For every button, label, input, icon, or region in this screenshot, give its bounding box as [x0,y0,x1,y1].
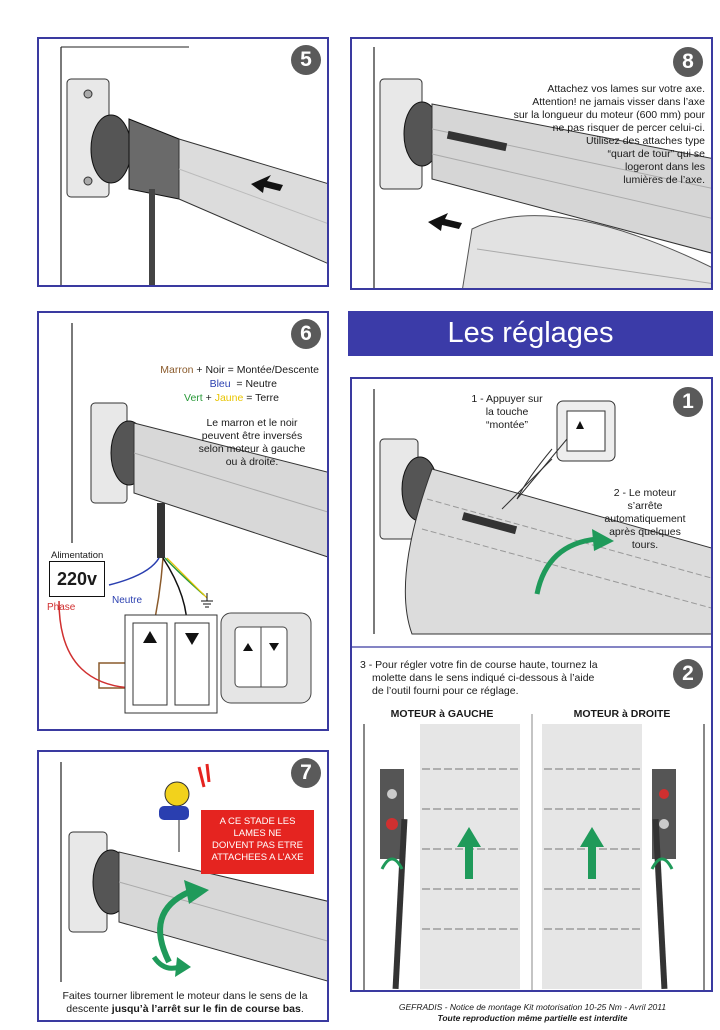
stop-line: tours. [631,539,659,551]
stop-instruction: 2 - Le moteur s’arrête automatiquement a… [590,487,700,552]
montee-label: = Montée/Descente [224,364,319,376]
instruction-line: 3 - Pour régler votre fin de course haut… [360,659,598,671]
wiring-line-1: Marron + Noir = Montée/Descente [119,363,319,377]
step-6-note: Le marron et le noir peuvent être invers… [187,417,317,469]
warning-line: LAMES NE [233,828,282,839]
note-line: ou à droite. [225,456,279,468]
step-8-number: 8 [673,47,703,77]
step-8-line: Attachez vos lames sur votre axe. [547,83,705,95]
phase-label: Phase [47,602,76,613]
step-5-illustration [60,46,327,285]
note-line: peuvent être inversés [201,430,303,442]
step-6-number: 6 [291,319,321,349]
wiring-line-3: Vert + Jaune = Terre [119,391,319,405]
note-line: Le marron et le noir [206,417,298,429]
alimentation-label: Alimentation [51,550,104,561]
push-arrow-icon [251,175,283,193]
vert-label: Vert [184,392,203,404]
reglage-1-number: 1 [673,387,703,417]
pull-arrow-icon [428,213,462,231]
reglages-illustration [352,389,711,990]
up-arrow-icon [457,827,481,879]
step-8-line: lumières de l’axe. [623,174,705,186]
step-7-line-2-bold: jusqu’à l’arrêt sur le fin de course bas [111,1003,301,1015]
terre-label: = Terre [243,392,279,404]
step-7-panel: 7 Faites tourner librement le moteur dan… [37,750,329,1022]
footer-line-2: Toute reproduction même partielle est in… [437,1013,628,1023]
footer-line-1: GEFRADIS - Notice de montage Kit motoris… [398,1002,667,1012]
press-line: la touche [485,406,529,418]
left-motor-title: MOTEUR à GAUCHE [390,708,494,720]
warning-line: DOIVENT PAS ETRE [212,840,303,851]
ground-icon [201,593,213,608]
up-arrow-icon [580,827,604,879]
plus-sign: + [193,364,206,376]
step-6-illustration [58,323,327,714]
right-motor-diagram [542,724,705,990]
plus-sign: + [202,392,215,404]
step-7-number: 7 [291,758,321,788]
wiring-legend: Marron + Noir = Montée/Descente Bleu = N… [119,363,319,405]
left-motor-diagram [363,724,520,990]
marron-label: Marron [160,364,194,376]
step-8-line: “quart de tour” qui se [607,148,705,160]
step-8-text: Attachez vos lames sur votre axe. Attent… [455,83,705,187]
neutre-value: = Neutre [230,378,277,390]
worker-icon [159,763,211,820]
jaune-label: Jaune [214,392,244,404]
wiring-line-2: Bleu = Neutre [119,377,319,391]
warning-line: A CE STADE LES [219,816,296,827]
reglage-2-number: 2 [673,659,703,689]
press-line: “montée” [485,419,528,431]
noir-label: Noir [205,364,225,376]
step-7-line-2-end: . [300,1003,304,1015]
stop-line: s’arrête [627,500,663,512]
warning-line: ATTACHEES A L’AXE [211,852,304,863]
warning-box: A CE STADE LES LAMES NE DOIVENT PAS ETRE… [201,810,314,874]
reglage-2-instruction: 3 - Pour régler votre fin de course haut… [360,659,660,698]
press-line: 1 - Appuyer sur [471,393,543,405]
step-8-illustration [373,47,711,288]
stop-line: automatiquement [604,513,686,525]
section-banner: Les réglages [348,311,713,356]
step-8-line: Utilisez des attaches type [585,135,705,147]
step-7-line-2-plain: descente [66,1003,112,1015]
step-8-panel: 8 Attachez vos lames sur votre axe. Atte… [350,37,713,290]
step-8-line: sur la longueur du moteur (600 mm) pour [513,109,705,121]
instruction-line: de l’outil fourni pour ce réglage. [372,685,519,697]
rotate-arrow-icon [151,880,209,977]
press-instruction: 1 - Appuyer sur la touche “montée” [452,393,562,432]
step-6-panel: 6 Marron + Noir = Montée/Descente Bleu =… [37,311,329,731]
step-7-illustration [60,762,327,982]
step-5-number: 5 [291,45,321,75]
stop-line: après quelques [609,526,681,538]
step-8-line: ne pas risquer de percer celui-ci. [552,122,705,134]
note-line: selon moteur à gauche [198,443,306,455]
step-7-line-1: Faites tourner librement le moteur dans … [62,990,308,1002]
step-7-text: Faites tourner librement le moteur dans … [47,990,323,1016]
stop-line: 2 - Le moteur [613,487,677,499]
rotate-arrow-icon [534,529,614,595]
step-5-panel: 5 [37,37,329,287]
neutre-label: Neutre [112,595,143,606]
bleu-label: Bleu [209,378,231,390]
instruction-line: molette dans le sens indiqué ci-dessous … [372,672,595,684]
reglages-panel: 1 1 - Appuyer sur la touche “montée” 2 -… [350,377,713,992]
step-8-line: logeront dans les [625,161,705,173]
step-8-line: Attention! ne jamais visser dans l’axe [532,96,705,108]
voltage-box: 220v [49,561,105,597]
footer: GEFRADIS - Notice de montage Kit motoris… [350,1002,715,1024]
right-motor-title: MOTEUR à DROITE [573,708,671,720]
step-7-line-2: descente jusqu’à l’arrêt sur le fin de c… [47,1003,323,1016]
